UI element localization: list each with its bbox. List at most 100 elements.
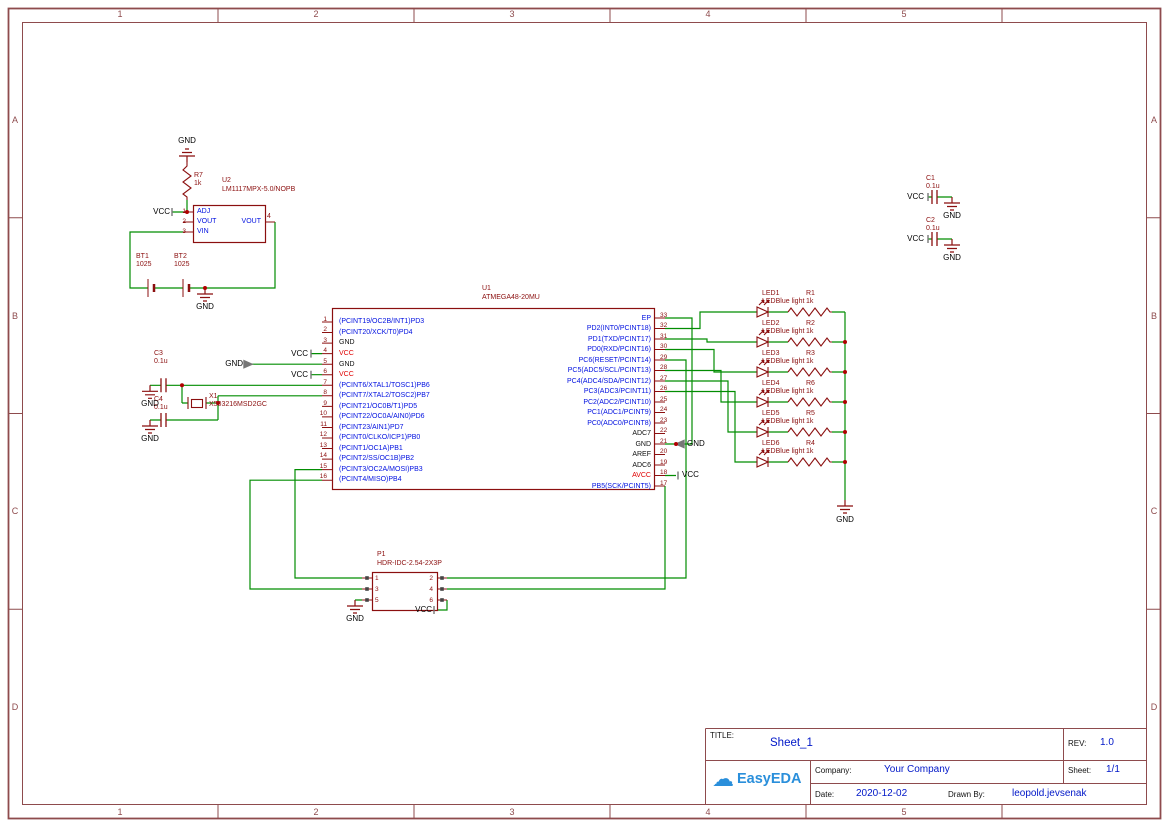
u1-pin[interactable]: AVCC 18 — [424, 470, 682, 481]
drawn-by-value[interactable]: leopold.jevsenak — [1012, 788, 1087, 799]
p1-symbol[interactable] — [362, 571, 447, 612]
c4-value[interactable]: 0.1u — [154, 404, 168, 411]
net-port-gnd[interactable]: GND — [225, 359, 243, 368]
net-port-vcc[interactable]: VCC — [415, 605, 432, 614]
pin-number[interactable]: 2 — [429, 574, 433, 582]
u1-pin[interactable]: EP 33 — [424, 312, 682, 324]
c4-ref[interactable]: C4 — [154, 396, 163, 403]
x1-value[interactable]: X503216MSD2GC — [209, 401, 267, 408]
u1-pin[interactable]: 9 (PCINT21/OC0B/T1)PD5 — [303, 400, 643, 412]
net-port-gnd[interactable]: GND — [687, 439, 705, 448]
u2-value[interactable]: LM1117MPX-5.0/NOPB — [222, 186, 296, 193]
u1-pin[interactable]: 5 GND — [303, 358, 643, 370]
net-label-gnd[interactable]: GND — [943, 253, 961, 262]
p1-value[interactable]: HDR-IDC-2.54-2X3P — [377, 560, 442, 567]
pin-number[interactable]: 4 — [429, 585, 433, 593]
u1-pin[interactable]: 4 VCC — [303, 348, 643, 359]
u1-pin[interactable]: PC4(ADC4/SDA/PCINT12) 27 — [424, 375, 682, 387]
resistor-label[interactable]: R3 1k — [806, 350, 815, 380]
sheet-title[interactable]: Sheet_1 — [770, 737, 813, 749]
u1-ref[interactable]: U1 — [482, 285, 491, 292]
net-port-vcc[interactable]: VCC — [291, 349, 308, 358]
u1-pin[interactable]: 3 GND — [303, 337, 643, 349]
date-value[interactable]: 2020-12-02 — [856, 788, 908, 799]
resistor-label[interactable]: R5 1k — [806, 410, 815, 440]
net-port-vcc[interactable]: VCC — [907, 234, 924, 243]
u1-pin[interactable]: PD0(RXD/PCINT16) 30 — [424, 344, 682, 355]
x1-ref[interactable]: X1 — [209, 393, 218, 400]
u1-pin[interactable]: 11 (PCINT23/AIN1)PD7 — [303, 421, 643, 433]
u1-pin[interactable]: PC2(ADC2/PCINT10) 25 — [424, 396, 682, 408]
net-port-vcc[interactable]: VCC — [153, 207, 170, 216]
u1-pin[interactable]: PD1(TXD/PCINT17) 31 — [424, 333, 682, 345]
led-label[interactable]: LED4 LEDBlue light — [762, 380, 804, 410]
u1-pin[interactable]: 1 (PCINT19/OC2B/INT1)PD3 — [303, 316, 643, 328]
bt2-value[interactable]: 1025 — [174, 261, 190, 268]
r7-ref[interactable]: R7 — [194, 172, 203, 179]
led-label[interactable]: LED3 LEDBlue light — [762, 350, 804, 380]
net-port-vcc[interactable]: VCC — [291, 370, 308, 379]
u1-pin[interactable]: PC0(ADC0/PCINT8) 23 — [424, 417, 682, 429]
led-label[interactable]: LED1 LEDBlue light — [762, 290, 804, 320]
u1-pin[interactable]: 15 (PCINT3/OC2A/MOSI)PB3 — [303, 463, 643, 475]
u1-pin[interactable]: PB5(SCK/PCINT5) 17 — [424, 480, 682, 492]
resistor-label[interactable]: R4 1k — [806, 440, 815, 470]
u1-pin[interactable]: 10 (PCINT22/OC0A/AIN0)PD6 — [303, 411, 643, 422]
pin-number[interactable]: 1 — [375, 574, 379, 582]
c1-ref[interactable]: C1 — [926, 175, 935, 182]
u1-pin[interactable]: ADC6 19 — [424, 459, 682, 471]
net-port-vcc[interactable]: VCC — [682, 470, 699, 479]
net-label-gnd[interactable]: GND — [141, 434, 159, 443]
u2-ref[interactable]: U2 — [222, 177, 231, 184]
u1-pin[interactable]: 8 (PCINT7/XTAL2/TOSC2)PB7 — [303, 390, 643, 401]
u1-pin[interactable]: 2 (PCINT20/XCK/T0)PD4 — [303, 327, 643, 338]
net-label-gnd[interactable]: GND — [836, 515, 854, 524]
rev-value[interactable]: 1.0 — [1100, 737, 1114, 748]
r7-symbol[interactable] — [182, 162, 192, 200]
u2-symbol[interactable] — [183, 204, 275, 244]
u1-pin[interactable]: 6 VCC — [303, 369, 643, 380]
led-label[interactable]: LED5 LEDBlue light — [762, 410, 804, 440]
u1-pin[interactable]: PC6(RESET/PCINT14) 29 — [424, 354, 682, 366]
u1-value[interactable]: ATMEGA48-20MU — [482, 294, 540, 301]
u1-pin[interactable]: 12 (PCINT0/CLKO/ICP1)PB0 — [303, 432, 643, 443]
u1-pin[interactable]: PD2(INT0/PCINT18) 32 — [424, 323, 682, 334]
net-port-glyphs[interactable] — [171, 193, 929, 614]
bt2-ref[interactable]: BT2 — [174, 253, 187, 260]
net-label-gnd[interactable]: GND — [196, 302, 214, 311]
resistor-label[interactable]: R6 1k — [806, 380, 815, 410]
u1-pin[interactable]: GND 21 — [424, 438, 682, 450]
u1-pin[interactable]: 13 (PCINT1/OC1A)PB1 — [303, 442, 643, 454]
sheet-value[interactable]: 1/1 — [1106, 764, 1120, 775]
u1-pin[interactable]: AREF 20 — [424, 449, 682, 460]
net-label-gnd[interactable]: GND — [943, 211, 961, 220]
net-label-gnd[interactable]: GND — [141, 399, 159, 408]
bt1-ref[interactable]: BT1 — [136, 253, 149, 260]
resistor-label[interactable]: R1 1k — [806, 290, 815, 320]
net-label-gnd[interactable]: GND — [346, 614, 364, 623]
u1-pin[interactable]: ADC7 22 — [424, 428, 682, 439]
net-label-gnd[interactable]: GND — [178, 136, 196, 145]
u1-pin[interactable]: PC1(ADC1/PCINT9) 24 — [424, 407, 682, 418]
x1-symbol[interactable] — [187, 397, 207, 409]
u1-pin[interactable]: 7 (PCINT6/XTAL1/TOSC1)PB6 — [303, 379, 643, 391]
c1-value[interactable]: 0.1u — [926, 183, 940, 190]
c2-ref[interactable]: C2 — [926, 217, 935, 224]
net-port-vcc[interactable]: VCC — [907, 192, 924, 201]
p1-ref[interactable]: P1 — [377, 551, 386, 558]
u1-pin[interactable]: 14 (PCINT2/SS/OC1B)PB2 — [303, 453, 643, 464]
u1-pin[interactable]: 16 (PCINT4/MISO)PB4 — [303, 474, 643, 485]
wires[interactable] — [129, 196, 952, 611]
u1-symbol[interactable] — [322, 307, 665, 491]
led-label[interactable]: LED6 LEDBlue light — [762, 440, 804, 470]
u1-pin[interactable]: PC3(ADC3/PCINT11) 26 — [424, 386, 682, 397]
pin-number[interactable]: 6 — [429, 596, 433, 604]
resistor-label[interactable]: R2 1k — [806, 320, 815, 350]
r7-value[interactable]: 1k — [194, 180, 202, 187]
company-value[interactable]: Your Company — [884, 764, 950, 775]
c3-ref[interactable]: C3 — [154, 350, 163, 357]
c2-value[interactable]: 0.1u — [926, 225, 940, 232]
u1-pin[interactable]: PC5(ADC5/SCL/PCINT13) 28 — [424, 365, 682, 376]
pin-number[interactable]: 3 — [375, 585, 379, 593]
led-label[interactable]: LED2 LEDBlue light — [762, 320, 804, 350]
